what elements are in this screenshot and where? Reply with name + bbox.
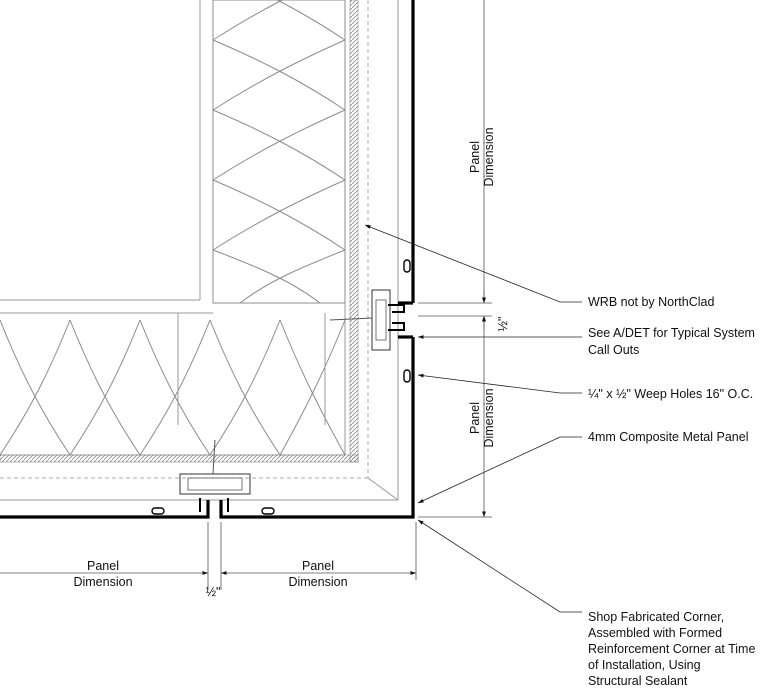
dimension-horizontal-right-line1: Panel <box>302 559 334 573</box>
insulation-vertical <box>212 0 346 304</box>
callout-corner-line5: Structural Sealant <box>588 674 688 688</box>
dimension-horizontal-right-line2: Dimension <box>288 575 347 589</box>
composite-metal-panel <box>0 0 415 519</box>
callout-corner-line4: of Installation, Using <box>588 658 701 672</box>
leader-lines <box>364 224 582 613</box>
callout-wrb: WRB not by NorthClad <box>588 295 714 309</box>
dimension-vertical-lower-line1: Panel <box>468 402 482 434</box>
callout-weep-holes: ¼" x ½" Weep Holes 16" O.C. <box>588 387 753 401</box>
dimension-vertical-lower: Panel Dimension <box>468 388 496 447</box>
dimension-vertical-upper-line1: Panel <box>468 141 482 173</box>
callout-corner-line3: Reinforcement Corner at Time <box>588 642 755 656</box>
dimension-horizontal-left-line2: Dimension <box>73 575 132 589</box>
dimension-vertical-lower-line2: Dimension <box>482 388 496 447</box>
rail-extrusion-horizontal-joint <box>151 439 275 515</box>
callout-system-line2: Call Outs <box>588 343 639 357</box>
callout-system-line1: See A/DET for Typical System <box>588 326 755 340</box>
dimension-vertical-upper: Panel Dimension <box>468 127 496 186</box>
callout-composite-panel: 4mm Composite Metal Panel <box>588 430 748 444</box>
wrb-membrane <box>0 0 359 463</box>
dimension-vertical-joint: ½" <box>496 317 510 332</box>
dimension-horizontal-joint-label: ½" <box>206 585 221 599</box>
dimension-vertical-joint-label: ½" <box>496 317 510 332</box>
callout-corner-line1: Shop Fabricated Corner, <box>588 610 724 624</box>
dimension-horizontal-left-line1: Panel <box>87 559 119 573</box>
dimension-lines <box>0 0 492 590</box>
dimension-vertical-upper-line2: Dimension <box>482 127 496 186</box>
insulation-horizontal <box>0 313 346 456</box>
wall-substrate <box>0 0 399 501</box>
callout-corner-line2: Assembled with Formed <box>588 626 722 640</box>
rail-extrusion-vertical-joint <box>329 259 411 383</box>
